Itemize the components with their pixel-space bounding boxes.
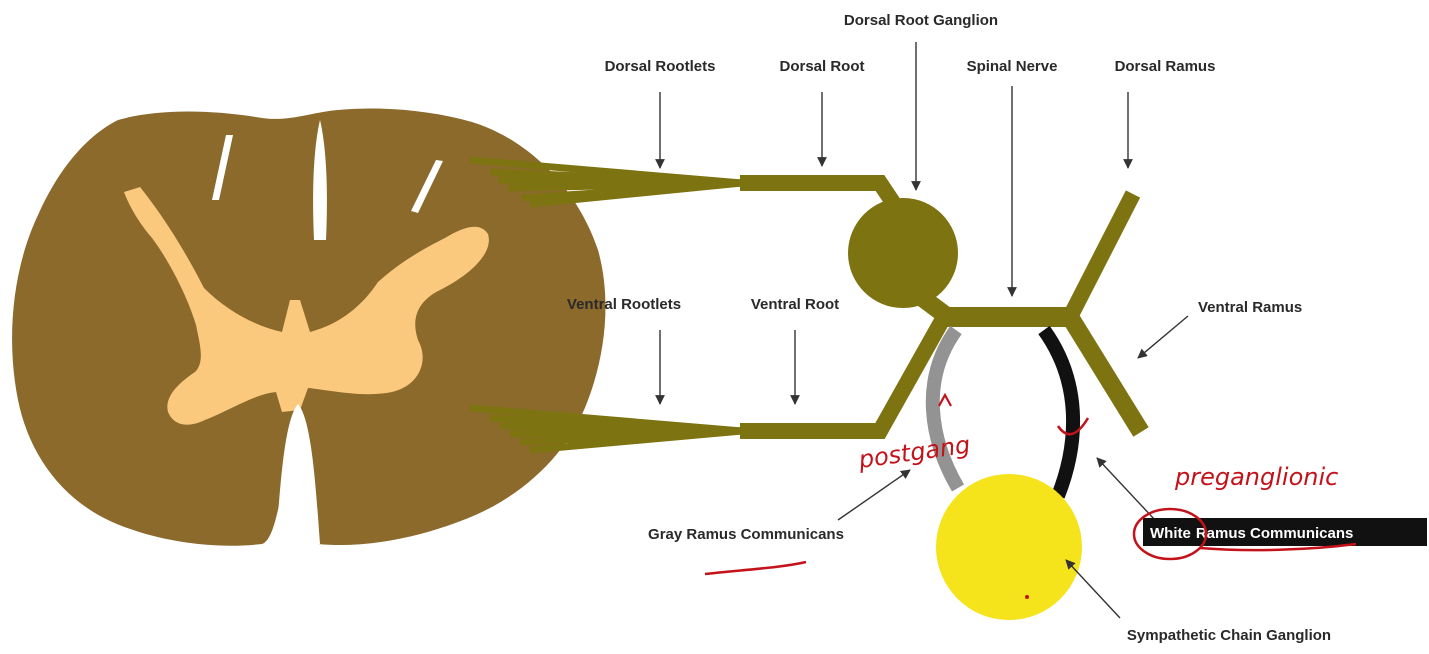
annotation-dot — [1025, 595, 1029, 599]
ventral-ramus — [1070, 317, 1141, 432]
label-white-ramus-communicans: White Ramus Communicans — [1150, 525, 1353, 542]
white-ramus-communicans — [1044, 330, 1073, 496]
ventral-root — [740, 317, 944, 431]
label-dorsal-ramus: Dorsal Ramus — [1115, 58, 1216, 75]
label-sympathetic-chain-ganglion: Sympathetic Chain Ganglion — [1127, 627, 1331, 644]
dorsal-root — [740, 183, 898, 210]
arrow-gray-ramus — [838, 470, 910, 520]
arrow-sympathetic-ganglion — [1066, 560, 1120, 618]
arrow-ventral-ramus — [1138, 316, 1188, 358]
label-ventral-root: Ventral Root — [751, 296, 839, 313]
gray-ramus-communicans — [933, 330, 958, 488]
label-ramus-communicans: Ramus Communicans — [1196, 525, 1354, 542]
label-ventral-rootlets: Ventral Rootlets — [567, 296, 681, 313]
label-dorsal-root: Dorsal Root — [779, 58, 864, 75]
arrow-white-ramus — [1097, 458, 1155, 520]
label-ventral-ramus: Ventral Ramus — [1198, 299, 1302, 316]
label-spinal-nerve: Spinal Nerve — [967, 58, 1058, 75]
dorsal-root-ganglion — [848, 198, 958, 308]
dorsal-ramus — [1070, 194, 1133, 317]
label-white-word: White — [1150, 525, 1191, 542]
label-dorsal-rootlets: Dorsal Rootlets — [605, 58, 716, 75]
annotation-underline-gray-ramus — [705, 562, 806, 574]
annotation-preganglionic: preganglionic — [1174, 463, 1338, 491]
label-dorsal-root-ganglion: Dorsal Root Ganglion — [844, 12, 998, 29]
sympathetic-chain-ganglion — [936, 474, 1082, 620]
label-gray-ramus-communicans: Gray Ramus Communicans — [648, 526, 844, 543]
annotation-caret — [939, 395, 951, 406]
